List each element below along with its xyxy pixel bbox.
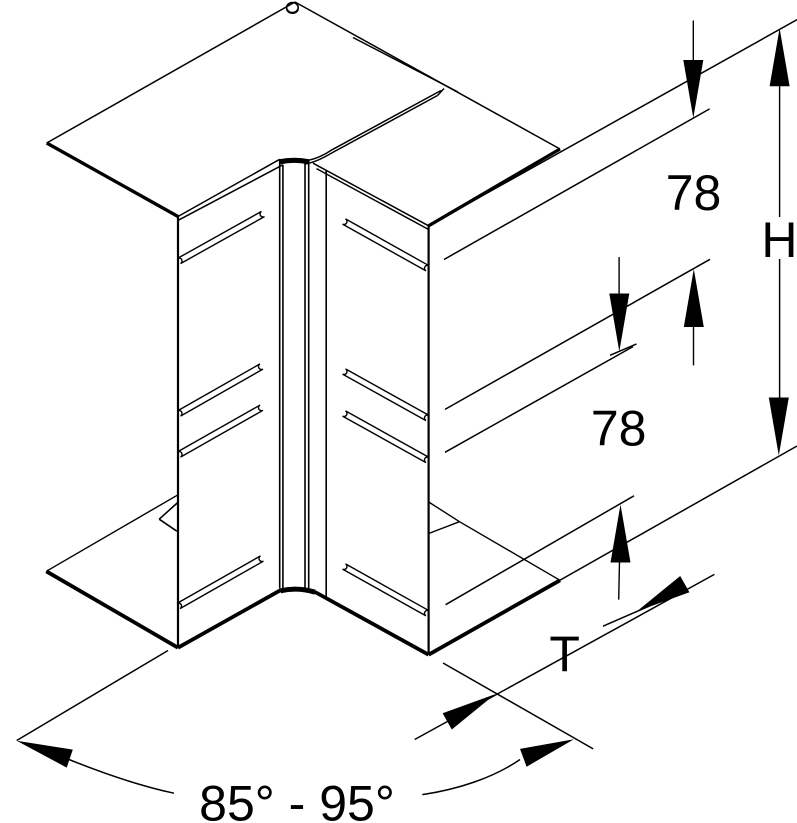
svg-text:78: 78 xyxy=(591,401,647,457)
svg-text:78: 78 xyxy=(666,165,722,221)
svg-text:85° - 95°: 85° - 95° xyxy=(199,776,395,823)
svg-text:T: T xyxy=(549,626,580,682)
svg-text:H: H xyxy=(761,212,797,268)
